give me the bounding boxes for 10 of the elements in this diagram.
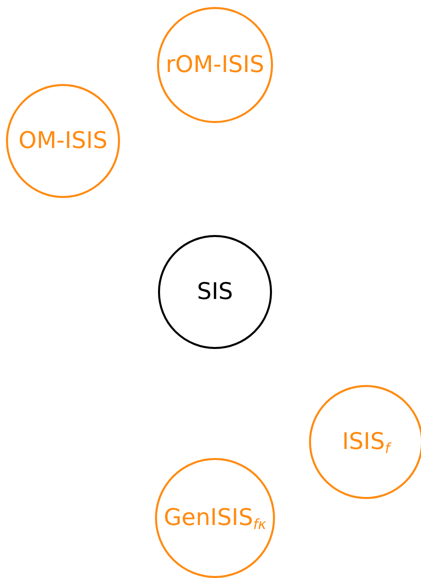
- node-label: ISIS$_{f}$: [342, 430, 390, 454]
- node-label: rOM-ISIS: [166, 54, 264, 76]
- node-label: OM-ISIS: [18, 130, 108, 152]
- circle-node: [6, 84, 120, 198]
- circle-node: [155, 458, 275, 578]
- circle-node: [158, 235, 272, 349]
- node-label: SIS: [197, 280, 233, 304]
- circle-node: [309, 385, 421, 499]
- node-label: GenISIS$_{fκ}$: [164, 506, 266, 530]
- circle-node: [157, 7, 273, 123]
